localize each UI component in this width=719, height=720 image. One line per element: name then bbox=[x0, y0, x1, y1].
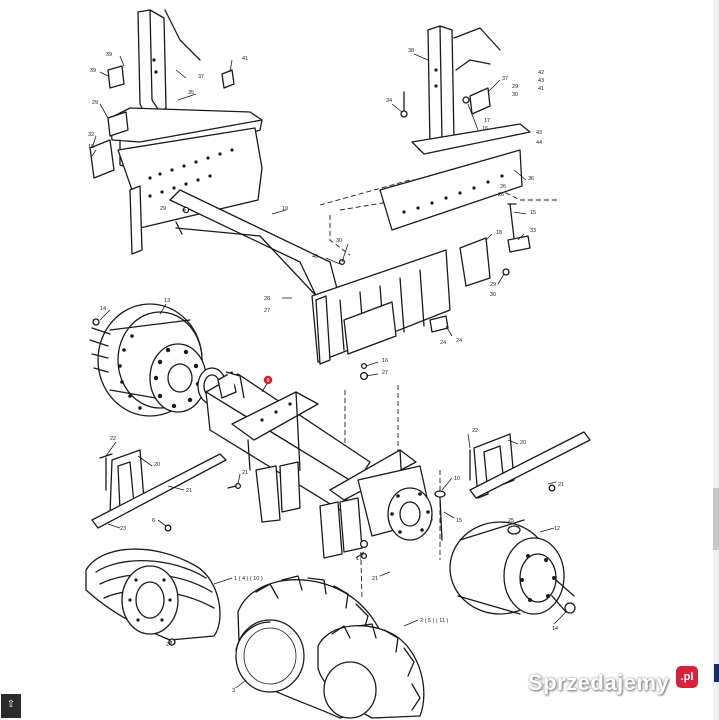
part-label: 37 bbox=[198, 74, 204, 80]
part-label: 21 bbox=[372, 576, 378, 582]
chassis-frame bbox=[109, 9, 560, 601]
part-label: 15 bbox=[530, 210, 536, 216]
left-wheel-hub bbox=[89, 303, 227, 417]
part-label: 18 bbox=[496, 230, 502, 236]
part-label: 39 bbox=[90, 68, 96, 74]
part-label: 23 bbox=[120, 526, 126, 532]
part-label: 12 bbox=[554, 526, 560, 532]
part-label: 29 bbox=[160, 206, 166, 212]
part-label: 27 bbox=[264, 308, 270, 314]
leader-lines bbox=[91, 53, 567, 689]
part-label: 33 bbox=[530, 228, 536, 234]
right-wheel-hub bbox=[449, 519, 576, 615]
part-label: 28 bbox=[264, 296, 270, 302]
part-label: 30 bbox=[490, 292, 496, 298]
part-label: 37 bbox=[502, 76, 508, 82]
part-label: 17 bbox=[484, 118, 490, 124]
part-label: 24 bbox=[456, 338, 462, 344]
corner-share-button[interactable]: ⇧ bbox=[1, 694, 21, 718]
part-label: 25 bbox=[508, 518, 514, 524]
part-label: 21 bbox=[242, 470, 248, 476]
part-label: 6 bbox=[152, 518, 155, 524]
part-label: 19 bbox=[282, 206, 288, 212]
highlighted-part-callout[interactable]: 9 bbox=[263, 375, 273, 385]
watermark-text: Sprzedajemy bbox=[528, 670, 670, 695]
part-label: 43 bbox=[538, 78, 544, 84]
part-label: 26 bbox=[498, 192, 504, 198]
part-label: 29 bbox=[92, 100, 98, 106]
part-label: 13 bbox=[164, 298, 170, 304]
part-label: 20 bbox=[520, 440, 526, 446]
part-label: 15 bbox=[456, 518, 462, 524]
part-label: 29 bbox=[490, 282, 496, 288]
part-label: 24 bbox=[166, 642, 172, 648]
part-label: 39 bbox=[106, 52, 112, 58]
part-label: 36 bbox=[528, 176, 534, 182]
part-label: 16 bbox=[482, 126, 488, 132]
part-label: 21 bbox=[186, 488, 192, 494]
part-label: 17 bbox=[356, 556, 362, 562]
share-icon: ⇧ bbox=[6, 699, 16, 710]
part-label: 41 bbox=[538, 86, 544, 92]
part-label: 29 bbox=[512, 84, 518, 90]
edge-marker bbox=[714, 664, 719, 682]
part-label: 1 ( 4 ) ( 10 ) bbox=[234, 576, 263, 582]
part-label: 30 bbox=[336, 238, 342, 244]
part-label: 27 bbox=[382, 370, 388, 376]
part-label: 22 bbox=[472, 428, 478, 434]
scrollbar-thumb[interactable] bbox=[713, 488, 719, 550]
part-label: 38 bbox=[408, 48, 414, 54]
tyre-rear bbox=[317, 623, 425, 719]
part-label: 14 bbox=[552, 626, 558, 632]
part-label: 35 bbox=[188, 90, 194, 96]
part-label: 24 bbox=[440, 340, 446, 346]
part-label: 32 bbox=[88, 132, 94, 138]
u-bolt-left bbox=[91, 449, 242, 532]
axle-beam bbox=[205, 371, 446, 560]
part-label: 10 bbox=[454, 476, 460, 482]
part-label: 40 bbox=[312, 254, 318, 260]
part-label: 14 bbox=[100, 306, 106, 312]
scrollbar-track[interactable] bbox=[713, 0, 719, 720]
part-label: 21 bbox=[558, 482, 564, 488]
part-label: 20 bbox=[154, 462, 160, 468]
part-label: 3 bbox=[232, 688, 235, 694]
part-label: 16 bbox=[382, 358, 388, 364]
part-label: 42 bbox=[538, 70, 544, 76]
part-label: 22 bbox=[110, 436, 116, 442]
left-wheel-rim bbox=[85, 548, 221, 646]
part-label: 2 ( 5 ) ( 11 ) bbox=[420, 618, 448, 624]
part-label: 44 bbox=[536, 140, 542, 146]
part-label: 34 bbox=[386, 98, 392, 104]
u-bolt-right bbox=[469, 431, 591, 499]
upper-brackets bbox=[89, 65, 531, 381]
part-label: 41 bbox=[242, 56, 248, 62]
watermark-badge: .pl bbox=[676, 666, 698, 688]
part-label: 43 bbox=[536, 130, 542, 136]
part-label: 30 bbox=[512, 92, 518, 98]
highlighted-part-number: 9 bbox=[267, 378, 270, 384]
part-label: 26 bbox=[500, 184, 506, 190]
part-number-labels: 39 37 41 39 29 35 32 18 29 19 36 38 37 4… bbox=[88, 48, 564, 694]
part-label: 18 bbox=[88, 144, 94, 150]
